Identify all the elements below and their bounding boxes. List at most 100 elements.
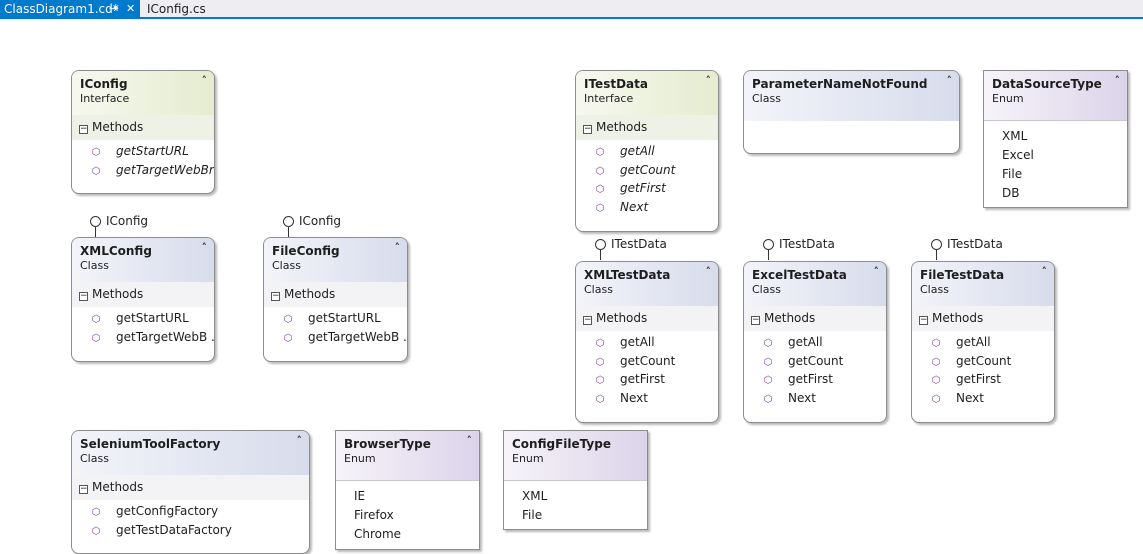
- shape-fileconfig[interactable]: FileConfig Class ˄ −Methods ⬡getStartURL…: [263, 237, 408, 362]
- method-row[interactable]: ⬡getCount: [744, 352, 886, 371]
- pin-icon[interactable]: ⇥: [109, 2, 119, 15]
- section-minus-icon[interactable]: −: [583, 315, 592, 325]
- shape-xmlconfig[interactable]: XMLConfig Class ˄ −Methods ⬡getStartURL …: [71, 237, 215, 362]
- interface-lollipop-icon: [283, 216, 294, 227]
- method-row[interactable]: ⬡Next: [744, 389, 886, 408]
- method-row[interactable]: ⬡getAll: [744, 333, 886, 352]
- method-row[interactable]: ⬡getStartURL: [72, 309, 214, 328]
- shape-seleniumtoolfactory[interactable]: SeleniumToolFactory Class ˄ −Methods ⬡ge…: [71, 430, 310, 554]
- method-row[interactable]: ⬡getFirst: [912, 370, 1054, 389]
- shape-header: ExcelTestData Class ˄: [744, 262, 886, 306]
- shape-name: FileTestData: [920, 268, 1005, 282]
- method-row[interactable]: ⬡getAll: [912, 333, 1054, 352]
- method-cube-icon: ⬡: [595, 184, 605, 195]
- enum-values: IE Firefox Chrome: [336, 480, 479, 544]
- collapse-chevron-icon[interactable]: ˄: [466, 434, 473, 447]
- shape-iconfig[interactable]: IConfig Interface ˄ −Methods ⬡getStartUR…: [71, 70, 215, 194]
- section-minus-icon[interactable]: −: [79, 484, 88, 494]
- method-row[interactable]: ⬡getCount: [576, 352, 718, 371]
- method-cube-icon: ⬡: [931, 338, 941, 349]
- shape-filetestdata[interactable]: FileTestData Class ˄ −Methods ⬡getAll ⬡g…: [911, 261, 1055, 423]
- method-row[interactable]: ⬡getCount: [912, 352, 1054, 371]
- method-cube-icon: ⬡: [91, 147, 101, 158]
- section-minus-icon[interactable]: −: [271, 291, 280, 301]
- shape-xmltestdata[interactable]: XMLTestData Class ˄ −Methods ⬡getAll ⬡ge…: [575, 261, 719, 423]
- section-minus-icon[interactable]: −: [79, 291, 88, 301]
- methods-section-header[interactable]: −Methods: [264, 282, 407, 307]
- tab-classdiagram1[interactable]: ClassDiagram1.cd* ⇥ ✕: [0, 0, 140, 19]
- methods-section-header[interactable]: −Methods: [576, 306, 718, 331]
- method-row[interactable]: ⬡getFirst: [744, 370, 886, 389]
- enum-value[interactable]: Excel: [1002, 148, 1034, 162]
- method-row[interactable]: ⬡getAll: [576, 142, 718, 161]
- shape-datasourcetype[interactable]: DataSourceType Enum ˄ XML Excel File DB: [983, 70, 1128, 208]
- enum-values: XML File: [504, 480, 647, 525]
- collapse-chevron-icon[interactable]: ˄: [705, 265, 712, 278]
- interface-lollipop-icon: [931, 239, 942, 250]
- methods-section-header[interactable]: −Methods: [912, 306, 1054, 331]
- method-row[interactable]: ⬡getFirst: [576, 179, 718, 198]
- collapse-chevron-icon[interactable]: ˄: [705, 74, 712, 87]
- methods-section-header[interactable]: −Methods: [72, 115, 214, 140]
- section-minus-icon[interactable]: −: [583, 124, 592, 134]
- shape-kind: Class: [80, 452, 109, 465]
- method-row[interactable]: ⬡getCount: [576, 161, 718, 180]
- method-cube-icon: ⬡: [283, 332, 293, 344]
- close-icon[interactable]: ✕: [126, 2, 136, 15]
- enum-value[interactable]: Chrome: [354, 527, 402, 541]
- enum-value[interactable]: IE: [354, 489, 366, 503]
- shape-exceltestdata[interactable]: ExcelTestData Class ˄ −Methods ⬡getAll ⬡…: [743, 261, 887, 423]
- section-minus-icon[interactable]: −: [79, 124, 88, 134]
- methods-section-header[interactable]: −Methods: [576, 115, 718, 140]
- shape-name: ConfigFileType: [512, 437, 611, 451]
- collapse-chevron-icon[interactable]: ˄: [1041, 265, 1048, 278]
- shape-header: ITestData Interface ˄: [576, 71, 718, 115]
- collapse-chevron-icon[interactable]: ˄: [201, 241, 208, 254]
- collapse-chevron-icon[interactable]: ˄: [296, 434, 303, 447]
- collapse-chevron-icon[interactable]: ˄: [394, 241, 401, 254]
- collapse-chevron-icon[interactable]: ˄: [1114, 74, 1121, 87]
- shape-parameternamenotfound[interactable]: ParameterNameNotFound Class ˄: [743, 70, 960, 154]
- enum-value[interactable]: XML: [522, 489, 548, 503]
- method-row[interactable]: ⬡Next: [576, 198, 718, 217]
- method-row[interactable]: ⬡Next: [912, 389, 1054, 408]
- section-label: Methods: [92, 480, 144, 494]
- methods-section-header[interactable]: −Methods: [744, 306, 886, 331]
- method-row[interactable]: ⬡getConfigFactory: [72, 502, 309, 521]
- enum-value[interactable]: DB: [1002, 186, 1020, 200]
- collapse-chevron-icon[interactable]: ˄: [873, 265, 880, 278]
- method-row[interactable]: ⬡getTargetWebB ...: [72, 328, 214, 347]
- method-row[interactable]: ⬡getAll: [576, 333, 718, 352]
- method-row[interactable]: ⬡getStartURL: [72, 142, 214, 161]
- method-cube-icon: ⬡: [91, 525, 101, 537]
- shape-configfiletype[interactable]: ConfigFileType Enum XML File: [503, 430, 648, 530]
- method-cube-icon: ⬡: [763, 393, 773, 405]
- shape-itestdata[interactable]: ITestData Interface ˄ −Methods ⬡getAll ⬡…: [575, 70, 719, 232]
- method-row[interactable]: ⬡getTargetWebB ...: [264, 328, 407, 347]
- section-minus-icon[interactable]: −: [751, 315, 760, 325]
- method-row[interactable]: ⬡getTargetWebBro...: [72, 161, 214, 180]
- section-minus-icon[interactable]: −: [919, 315, 928, 325]
- enum-value[interactable]: File: [522, 508, 543, 522]
- enum-value[interactable]: XML: [1002, 129, 1028, 143]
- section-label: Methods: [92, 120, 144, 134]
- method-row[interactable]: ⬡getFirst: [576, 370, 718, 389]
- methods-section-header[interactable]: −Methods: [72, 475, 309, 500]
- enum-value[interactable]: File: [1002, 167, 1023, 181]
- collapse-chevron-icon[interactable]: ˄: [946, 74, 953, 87]
- section-label: Methods: [932, 311, 984, 325]
- method-row[interactable]: ⬡getStartURL: [264, 309, 407, 328]
- enum-value[interactable]: Firefox: [354, 508, 394, 522]
- shape-name: FileConfig: [272, 244, 340, 258]
- shape-header: DataSourceType Enum ˄: [984, 71, 1127, 120]
- tab-iconfig-cs[interactable]: IConfig.cs: [142, 0, 232, 19]
- shape-name: IConfig: [80, 77, 128, 91]
- section-label: Methods: [596, 120, 648, 134]
- method-cube-icon: ⬡: [91, 332, 101, 344]
- method-row[interactable]: ⬡getTestDataFactory: [72, 521, 309, 540]
- collapse-chevron-icon[interactable]: ˄: [201, 74, 208, 87]
- shape-header: XMLTestData Class ˄: [576, 262, 718, 306]
- method-row[interactable]: ⬡Next: [576, 389, 718, 408]
- methods-section-header[interactable]: −Methods: [72, 282, 214, 307]
- shape-browsertype[interactable]: BrowserType Enum ˄ IE Firefox Chrome: [335, 430, 480, 550]
